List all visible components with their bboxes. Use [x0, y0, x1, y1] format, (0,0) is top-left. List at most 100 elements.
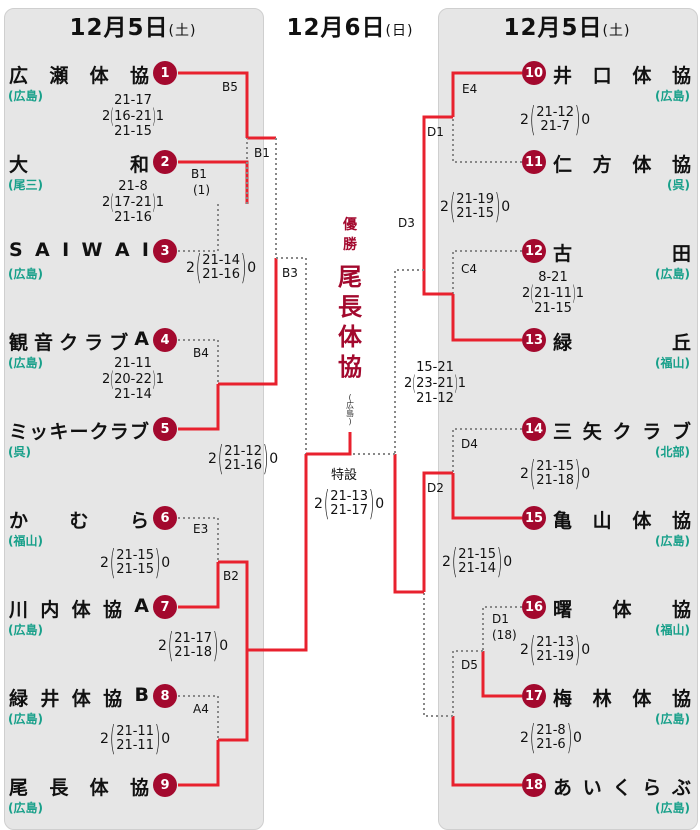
- team-prefecture: (呉): [8, 445, 31, 459]
- winner-path: [451, 473, 522, 520]
- team-name: 大和: [9, 154, 149, 176]
- seed-badge: 6: [153, 506, 177, 530]
- team-prefecture: (広島): [655, 267, 690, 281]
- team-name: 仁方体協: [553, 154, 691, 176]
- team-prefecture: (広島): [655, 801, 690, 815]
- seed-badge: 13: [522, 328, 546, 352]
- seed-badge: 18: [522, 773, 546, 797]
- loser-path: [276, 257, 307, 454]
- court-label: D1: [427, 125, 444, 139]
- seed-badge: 3: [153, 239, 177, 263]
- date-header-center: 12月6日(日): [286, 15, 414, 41]
- seed-badge: 11: [522, 150, 546, 174]
- team-prefecture: (広島): [8, 801, 43, 815]
- winner-path: [218, 650, 249, 742]
- team-prefecture: (福山): [655, 623, 690, 637]
- team-prefecture: (広島): [655, 712, 690, 726]
- court-label: E4: [462, 82, 478, 96]
- seed-badge: 5: [153, 417, 177, 441]
- seed-badge: 8: [153, 684, 177, 708]
- seed-badge: 4: [153, 328, 177, 352]
- team-name: 緑丘: [553, 332, 691, 354]
- team-name: 三矢クラブ: [553, 421, 691, 443]
- champion-name: 尾長体協: [338, 263, 362, 381]
- court-label: D4: [461, 437, 478, 451]
- winner-path: [178, 562, 220, 609]
- team-prefecture: (広島): [655, 89, 690, 103]
- seed-badge: 16: [522, 595, 546, 619]
- winner-path: [451, 71, 522, 117]
- team-name: かむら: [9, 510, 149, 532]
- loser-path: [178, 695, 219, 740]
- court-label: E3: [193, 522, 209, 536]
- team-prefecture: (呉): [667, 178, 690, 192]
- team-prefecture: (広島): [8, 712, 43, 726]
- court-label: B1: [191, 167, 207, 181]
- loser-path: [452, 650, 483, 716]
- winner-path: [306, 432, 352, 456]
- winner-path: [178, 740, 220, 787]
- winner-path: [393, 454, 424, 594]
- court-label: B5: [222, 80, 238, 94]
- winner-path: [178, 160, 249, 204]
- team-name: ミッキークラブ: [9, 421, 149, 443]
- team-name: 古田: [553, 243, 691, 265]
- team-name: 曙体協: [553, 599, 691, 621]
- winner-path: [218, 560, 249, 650]
- left-panel: [4, 8, 264, 830]
- champion-heading: 優勝: [343, 217, 357, 253]
- seed-badge: 7: [153, 595, 177, 619]
- team-prefecture: (広島): [655, 534, 690, 548]
- winner-path: [422, 115, 453, 270]
- team-prefecture: (尾三): [8, 178, 43, 192]
- loser-path: [394, 269, 424, 454]
- winner-path: [451, 716, 522, 787]
- court-label: B4: [193, 346, 209, 360]
- winner-path: [422, 270, 453, 296]
- team-name: あいくらぶ: [553, 777, 691, 799]
- loser-path: [423, 592, 453, 717]
- team-prefecture: (福山): [8, 534, 43, 548]
- team-prefecture: (広島): [8, 623, 43, 637]
- court-label: B2: [223, 569, 239, 583]
- court-label: B1: [254, 146, 270, 160]
- winner-path: [422, 471, 453, 592]
- winner-path: [178, 71, 249, 138]
- seed-badge: 9: [153, 773, 177, 797]
- seed-badge: 10: [522, 61, 546, 85]
- team-prefecture: (広島): [8, 356, 43, 370]
- team-name: 井口体協: [553, 65, 691, 87]
- court-label: A4: [193, 702, 209, 716]
- team-prefecture: (広島): [8, 267, 43, 281]
- loser-path: [178, 517, 219, 562]
- team-name: 梅林体協: [553, 688, 691, 710]
- seed-badge: 2: [153, 150, 177, 174]
- court-label: C4: [461, 262, 478, 276]
- court-label: B3: [282, 266, 298, 280]
- loser-path: [178, 339, 219, 384]
- loser-path: [452, 428, 522, 473]
- team-prefecture: (福山): [655, 356, 690, 370]
- team-name: 亀山体協: [553, 510, 691, 532]
- seed-badge: 1: [153, 61, 177, 85]
- team-prefecture: (広島): [8, 89, 43, 103]
- court-label: D1: [492, 612, 509, 626]
- date-header-right: 12月5日(土): [503, 15, 631, 41]
- court-label: D3: [398, 216, 415, 230]
